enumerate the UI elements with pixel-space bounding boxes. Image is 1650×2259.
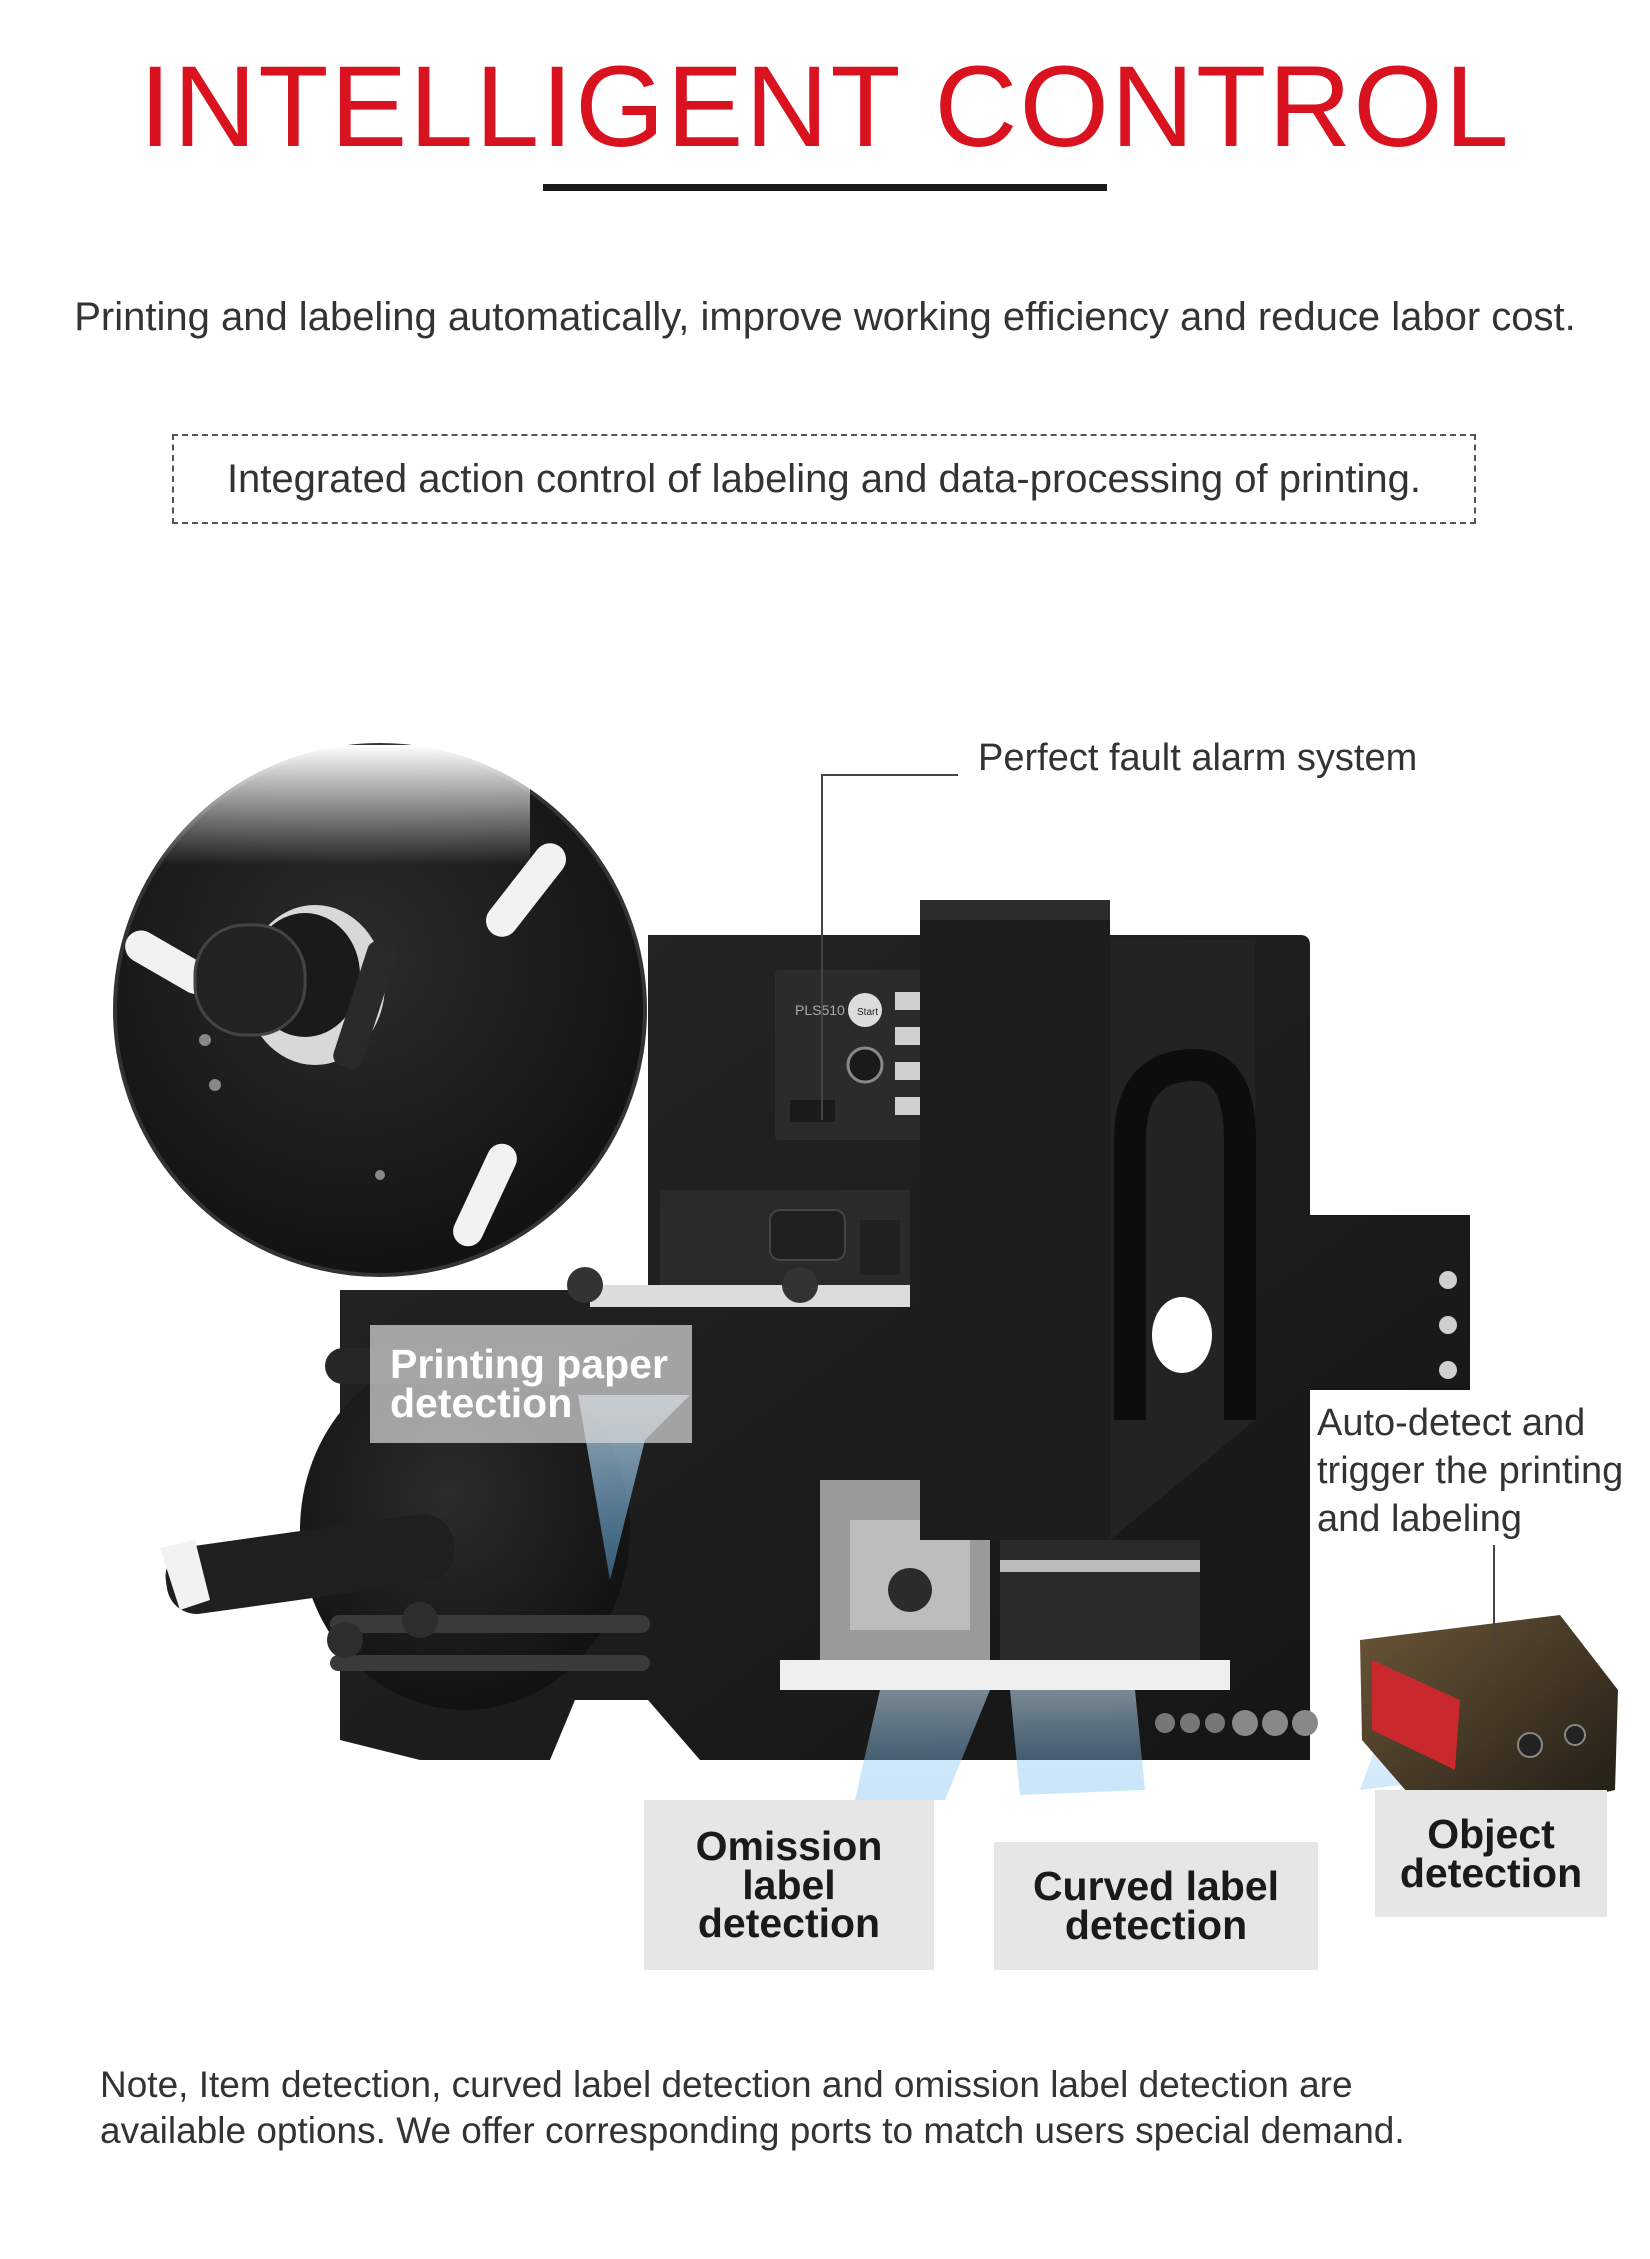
object-detection-label: Object detection <box>1375 1790 1607 1917</box>
object-sensor <box>1360 1615 1618 1830</box>
dashed-feature-text: Integrated action control of labeling an… <box>226 456 1422 501</box>
curved-label-detection-label: Curved label detection <box>994 1842 1318 1970</box>
footnote: Note, Item detection, curved label detec… <box>100 2064 1405 2152</box>
printing-paper-detection-label: Printing paper detection <box>370 1325 692 1443</box>
stop-button <box>846 1046 884 1084</box>
dashed-feature-box: Integrated action control of labeling an… <box>172 434 1476 524</box>
fault-alarm-label: Perfect fault alarm system <box>978 737 1418 779</box>
beam-omission <box>855 1690 990 1800</box>
upper-reel <box>113 743 647 1277</box>
start-button <box>848 993 882 1027</box>
applicator-column <box>780 900 1457 1690</box>
auto-detect-label: Auto-detect and trigger the printing and… <box>1317 1402 1624 1540</box>
panel-model: PLS510 <box>795 1002 845 1018</box>
title-underline <box>543 184 1107 191</box>
connector-ports <box>1155 1710 1318 1736</box>
fault-alarm-leader <box>821 774 958 1120</box>
page-subtitle: Printing and labeling automatically, imp… <box>74 295 1576 339</box>
svg-text:Start: Start <box>857 1007 878 1018</box>
beam-curved <box>1010 1690 1145 1795</box>
omission-label-detection-label: Omission label detection <box>644 1800 934 1970</box>
page-title: INTELLIGENT CONTROL <box>139 43 1511 171</box>
control-panel: PLS510 Start <box>775 970 935 1140</box>
printer-unit <box>567 1190 990 1660</box>
